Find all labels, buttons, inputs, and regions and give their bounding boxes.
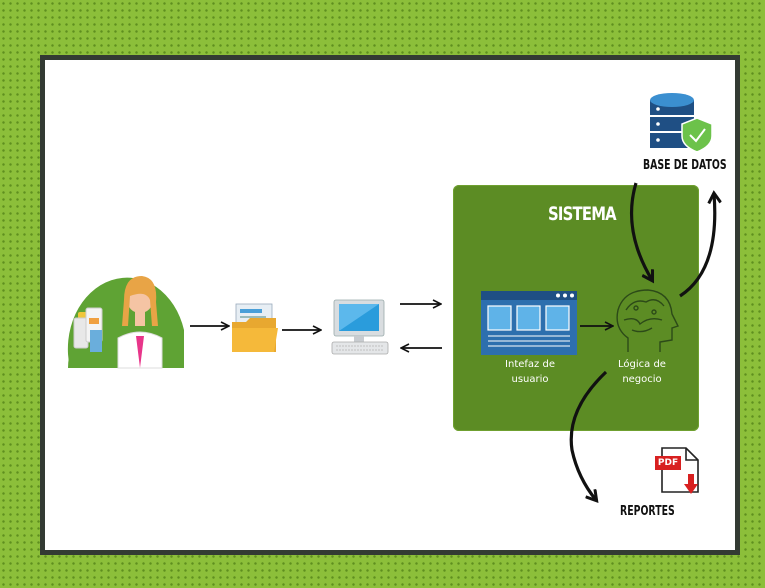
system-title: SISTEMA: [548, 203, 617, 225]
ui-label-line1: Intefaz de: [505, 359, 555, 370]
ui-label-line2: usuario: [511, 374, 549, 385]
logic-label-line2: negocio: [622, 374, 662, 385]
doctor-icon: [67, 276, 184, 369]
database-shield-icon: [650, 93, 713, 153]
pdf-download-icon: [655, 447, 699, 494]
folder-icon: [232, 303, 278, 352]
pdf-badge: PDF: [657, 458, 679, 468]
database-label: BASE DE DATOS: [643, 158, 727, 173]
brain-head-icon: [616, 289, 679, 352]
reports-label: REPORTES: [620, 504, 675, 519]
computer-icon: [331, 299, 389, 355]
ui-label: Intefaz de usuario: [489, 357, 571, 387]
ui-window-icon: [481, 291, 577, 355]
logic-label-line1: Lógica de: [618, 359, 666, 370]
logic-label: Lógica de negocio: [602, 357, 682, 387]
